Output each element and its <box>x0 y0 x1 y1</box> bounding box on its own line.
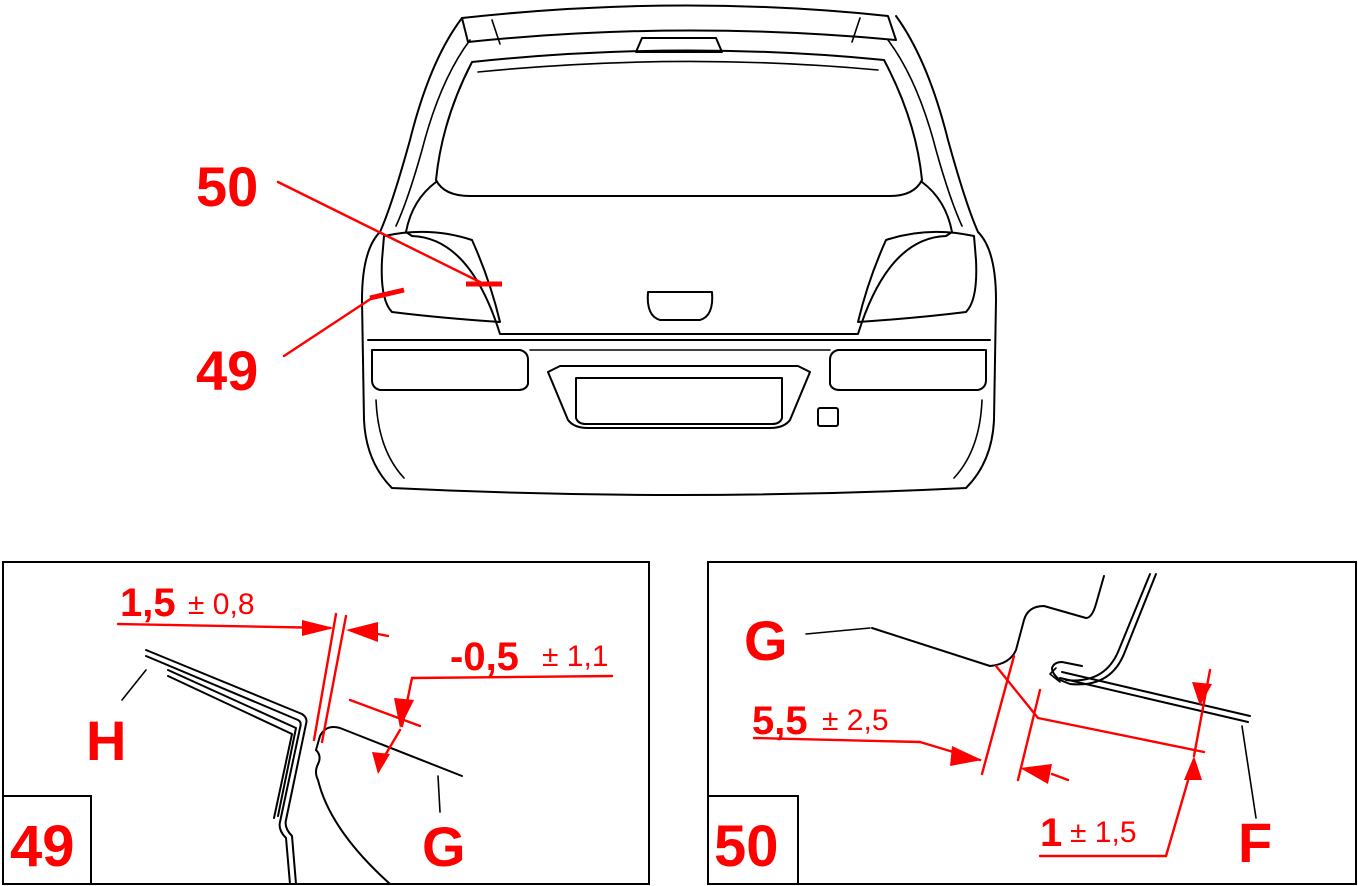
dim-50-left-value: 5,5 <box>752 699 808 743</box>
label-g-49: G <box>422 815 466 878</box>
dim-49-right-value: -0,5 <box>450 635 519 679</box>
dim-50-bottom-tol: ± 1,5 <box>1070 816 1137 849</box>
leader-g-49 <box>437 775 441 813</box>
marker-49 <box>369 287 405 301</box>
detail-49-number-box <box>2 795 92 885</box>
detail-49: 1,5 ± 0,8 -0,5 ± 1,1 H G 49 <box>2 561 650 885</box>
detail-49-number: 49 <box>10 814 75 879</box>
detail-50-number: 50 <box>714 814 779 879</box>
dim-50-left-tol: ± 2,5 <box>822 704 889 737</box>
leader-g-50 <box>805 627 871 635</box>
label-f: F <box>1238 811 1272 874</box>
leader-49 <box>282 296 374 358</box>
callout-49: 49 <box>196 339 258 402</box>
overview-callouts: 50 49 <box>196 155 502 402</box>
leader-h <box>121 669 147 701</box>
detail-50-number-box <box>707 795 799 885</box>
leader-f <box>1241 725 1257 819</box>
dim-50-bottom-value: 1 <box>1040 811 1062 855</box>
dim-49-top-value: 1,5 <box>120 581 176 625</box>
dim-49-right-tol: ± 1,1 <box>542 640 609 673</box>
detail-50: G 5,5 ± 2,5 1 ± 1,5 F 50 <box>707 561 1357 885</box>
leader-50 <box>276 180 482 284</box>
label-h: H <box>86 709 126 772</box>
car-rear-view <box>361 4 997 496</box>
callout-50: 50 <box>196 155 258 218</box>
label-g-50: G <box>744 609 788 672</box>
dim-49-top-tol: ± 0,8 <box>188 588 255 621</box>
